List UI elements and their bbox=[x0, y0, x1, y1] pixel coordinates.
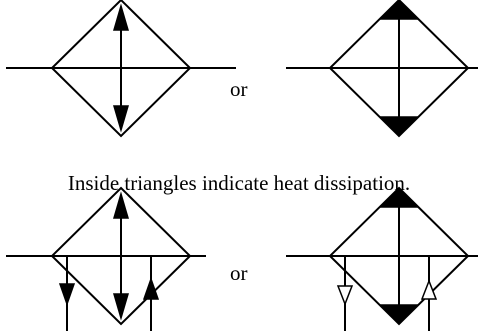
top-corner-triangle bbox=[378, 0, 420, 20]
arrowhead-up bbox=[113, 191, 129, 219]
symbol-top-left-arrow-exchanger bbox=[6, 0, 236, 138]
exchanger-diamond bbox=[50, 0, 192, 138]
arrowhead-up bbox=[113, 3, 129, 31]
top-corner-triangle bbox=[378, 186, 420, 208]
hollow-arrow-up-icon bbox=[420, 278, 438, 300]
symbol-top-right-triangle-exchanger bbox=[286, 0, 478, 138]
bottom-corner-triangle bbox=[378, 304, 420, 326]
or-label-top: or bbox=[230, 77, 248, 101]
hollow-arrow-down-icon bbox=[336, 285, 354, 307]
symbol-bottom-right-triangle-exchanger bbox=[286, 186, 478, 331]
external-arrow-up-icon bbox=[142, 276, 160, 300]
arrowhead-down bbox=[113, 293, 129, 321]
or-label-bottom: or bbox=[230, 261, 248, 285]
symbol-bottom-left-arrow-exchanger bbox=[6, 186, 206, 331]
bottom-corner-triangle bbox=[378, 116, 420, 138]
external-arrow-down-icon bbox=[58, 283, 76, 307]
caption-heat-dissipation: Inside triangles indicate heat dissipati… bbox=[68, 171, 410, 195]
exchanger-diamond bbox=[50, 186, 192, 326]
arrowhead-down bbox=[113, 105, 129, 133]
